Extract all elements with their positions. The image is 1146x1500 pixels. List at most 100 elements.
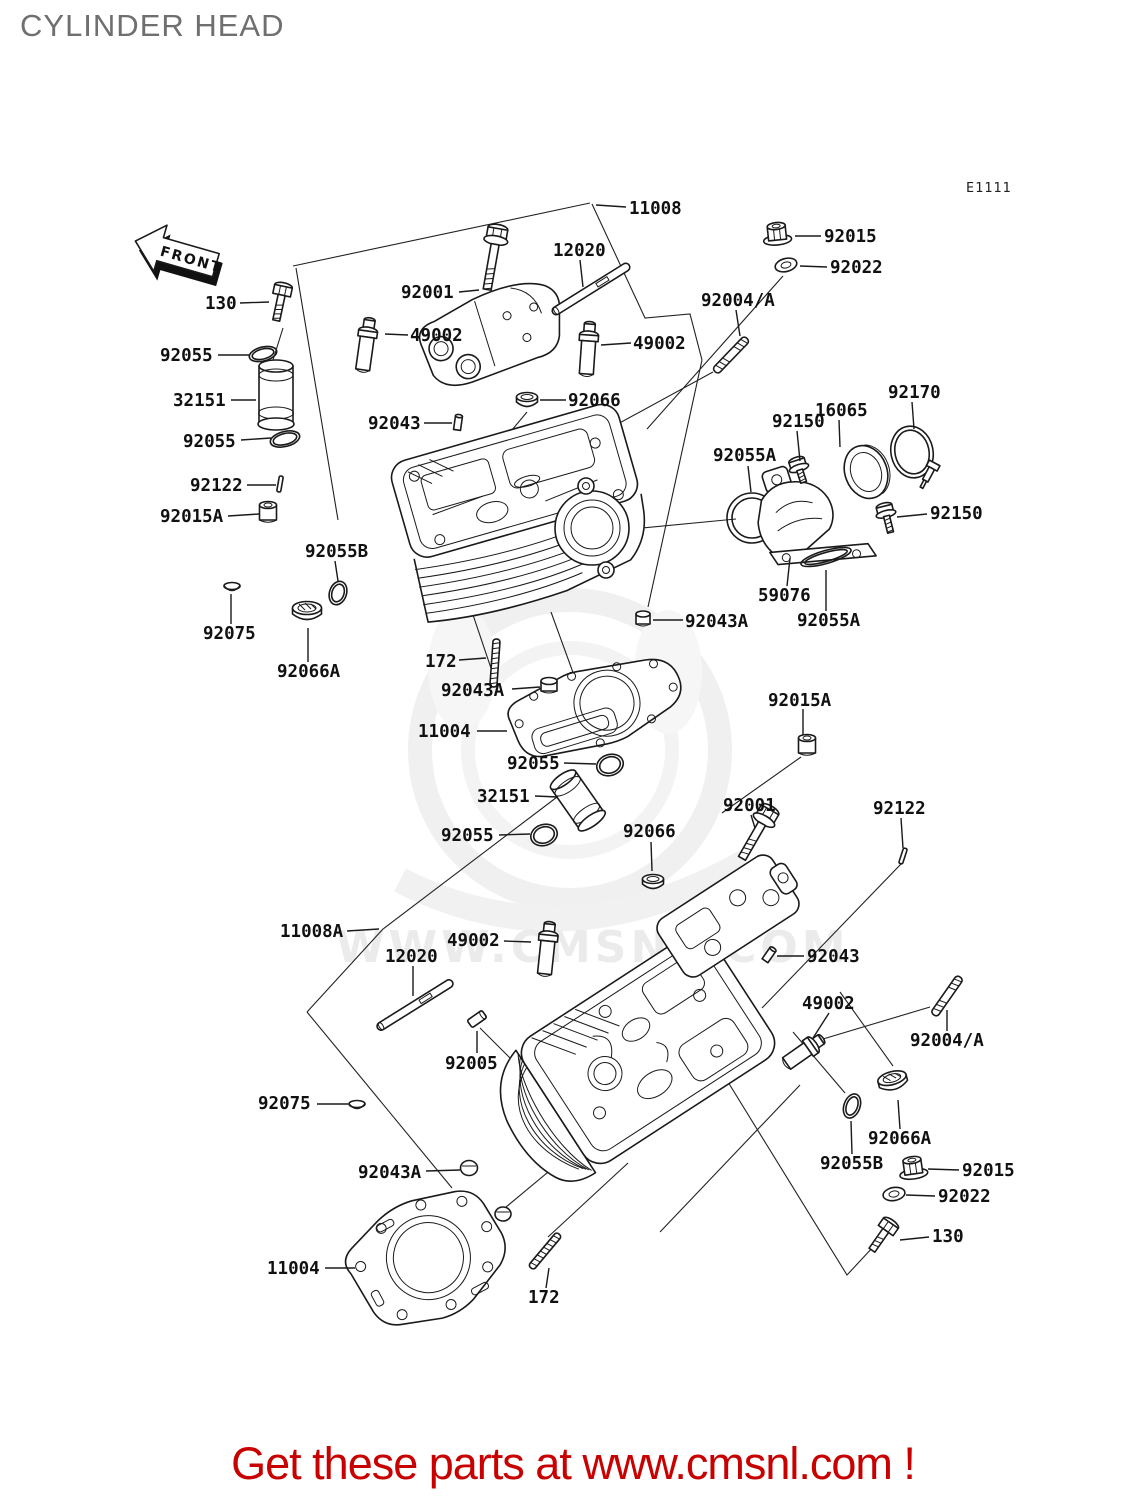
part-number-label: 92043A [441, 681, 505, 701]
part-number-label: 172 [425, 652, 457, 672]
diagram-code-label: E1111 [966, 180, 1012, 196]
plug-92066-upper [515, 391, 539, 408]
part-number-label: 92066A [868, 1129, 932, 1149]
leader-line [838, 419, 841, 448]
part-number-label: 49002 [633, 334, 686, 354]
oring-92055B-lower [842, 1093, 862, 1119]
pin-92122-right [898, 847, 908, 865]
bolt-92150-upper [788, 455, 810, 484]
pin-92043-upper [452, 413, 464, 432]
part-number-label: 92066A [277, 662, 341, 682]
leader-line [458, 657, 487, 661]
part-number-label: 92004/A [701, 291, 775, 311]
stud-172-lower [528, 1232, 562, 1270]
bushing-92043A-bottom [459, 1159, 479, 1177]
bolt-92001-upper [482, 223, 509, 292]
rocker-bracket-upper-drawing [418, 282, 561, 387]
part-number-label: 11008A [280, 922, 344, 942]
cup-92075-upper [223, 581, 241, 592]
leader-line [545, 1267, 550, 1289]
leader-line [511, 686, 541, 690]
leader-line [384, 333, 409, 336]
part-number-label: 92001 [401, 283, 454, 303]
part-number-label: 92170 [888, 383, 941, 403]
leader-line [899, 1236, 930, 1241]
part-number-label: 172 [528, 1288, 560, 1308]
part-number-label: 92022 [938, 1187, 991, 1207]
part-number-label: 92055A [713, 446, 777, 466]
leader-line [750, 814, 756, 829]
leader-line [579, 259, 584, 288]
dowel-92005 [467, 1010, 487, 1028]
cup-92075-lower [348, 1099, 366, 1110]
leader-line [747, 465, 752, 493]
stud-92004A-upper [712, 336, 750, 374]
part-number-label: 92004/A [910, 1031, 984, 1051]
plug-92066-middle [641, 873, 665, 890]
leader-line [650, 841, 653, 872]
rear-cylinder-head-drawing [499, 931, 776, 1182]
gasket-92055A-lower [800, 546, 852, 568]
bolt-130-upper [271, 281, 294, 323]
intake-pipe-16065-drawing [843, 444, 891, 500]
part-number-label: 92075 [203, 624, 256, 644]
screw-92043A-bottom2 [494, 1206, 512, 1222]
oring-92055B-upper [328, 580, 348, 606]
leader-line [458, 289, 480, 293]
leader-line [900, 817, 904, 849]
part-number-label: 92015A [160, 507, 224, 527]
part-number-label: 92122 [190, 476, 243, 496]
part-number-label: 92015 [962, 1161, 1015, 1181]
cms-watermark: WWW.CMSNL.COM [336, 588, 846, 973]
part-number-label: 59076 [758, 586, 811, 606]
pin-92043-lower [761, 946, 777, 964]
leader-line [812, 1012, 830, 1039]
page-title: CYLINDER HEAD [20, 8, 285, 43]
banner-link[interactable]: Get these parts at www.cmsnl.com ! [231, 1438, 916, 1489]
part-number-label: 92022 [830, 258, 883, 278]
part-number-label: 92005 [445, 1054, 498, 1074]
part-number-label: 92055 [441, 826, 494, 846]
part-number-label: 92055B [305, 542, 368, 562]
leader-line [735, 309, 741, 337]
pin-92122-left [276, 475, 284, 493]
callout-layer: 110089201512020920019202292004/A13049002… [160, 199, 1015, 1308]
valve-guide-49002-lower-mid [536, 920, 559, 977]
leader-line [850, 1120, 853, 1155]
leader-line [346, 928, 380, 932]
part-number-label: 92043A [358, 1163, 422, 1183]
part-number-label: 92150 [772, 412, 825, 432]
bolt-92001-middle [737, 802, 780, 862]
leader-line [927, 1168, 960, 1171]
head-gasket-lower-drawing [344, 1190, 506, 1326]
part-number-label: 92043A [685, 612, 749, 632]
leader-line [905, 1194, 936, 1197]
part-number-label: 11004 [267, 1259, 320, 1279]
sleeve-32151-middle [549, 769, 607, 832]
valve-guide-49002-upper-left [354, 316, 379, 373]
leader-line [799, 265, 828, 268]
part-number-label: 92066 [568, 391, 621, 411]
nut-92015-upper [762, 221, 793, 246]
part-number-label: 32151 [173, 391, 226, 411]
part-number-label: 92015A [768, 691, 832, 711]
part-number-label: 49002 [410, 326, 463, 346]
part-number-label: 92055B [820, 1154, 883, 1174]
stud-172-upper [489, 638, 501, 688]
rocker-bracket-lower-drawing [656, 854, 800, 978]
oring-92055-mid2 [529, 823, 559, 847]
part-number-label: 49002 [447, 931, 500, 951]
washer-92022-lower [882, 1186, 906, 1202]
clamp-92170-drawing [889, 425, 941, 490]
part-number-label: 32151 [477, 787, 530, 807]
bushing-92015A-right [797, 733, 817, 756]
part-number-label: 92055 [160, 346, 213, 366]
part-number-label: 49002 [802, 994, 855, 1014]
part-number-label: 16065 [815, 401, 868, 421]
leader-line [334, 560, 339, 582]
rod-12020-upper [551, 262, 631, 316]
leader-line [239, 301, 270, 304]
leader-line [227, 513, 260, 517]
